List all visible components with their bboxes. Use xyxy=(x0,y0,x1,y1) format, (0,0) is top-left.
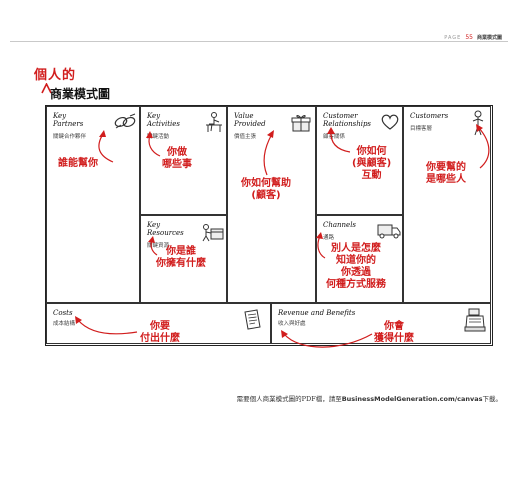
key-partners-heading: Key Partners xyxy=(53,112,84,128)
key-resources-subtitle: 關鍵資源 xyxy=(147,243,170,249)
note-costs: 你要 付出什麼 xyxy=(140,321,180,344)
invoice-icon xyxy=(244,309,261,330)
footer-suffix: 下載。 xyxy=(482,395,503,403)
worker-at-table-icon xyxy=(206,112,222,132)
handwritten-title: 個人的 xyxy=(34,68,77,83)
value-provided-heading: Value Provided xyxy=(234,112,266,128)
note-key-activities: 你做 哪些事 xyxy=(162,147,192,170)
arrowhead-customers xyxy=(476,124,483,132)
key-resources-heading: Key Resources xyxy=(147,221,184,237)
arrow-key-partners xyxy=(98,133,114,163)
revenue-heading: Revenue and Benefits xyxy=(278,309,356,317)
arrow-customer-relationships xyxy=(330,130,351,153)
block-revenue-benefits: Revenue and Benefits 收入與好處 xyxy=(271,303,491,344)
note-customer-relationships: 你如何 (與顧客) 互動 xyxy=(352,146,392,181)
block-customer-relationships: Customer Relationships 顧客關係 xyxy=(316,106,403,215)
insert-caret-icon xyxy=(41,83,52,94)
footer-note: 需要個人商業模式圖的PDF檔，請至BusinessModelGeneration… xyxy=(237,393,502,403)
arrow-value-provided xyxy=(263,133,273,176)
arrowhead-key-activities xyxy=(146,131,153,138)
arrowhead-channels xyxy=(316,232,323,239)
delivery-truck-icon xyxy=(377,224,401,239)
channels-heading: Channels xyxy=(323,221,357,229)
key-partners-subtitle: 關鍵合作夥伴 xyxy=(53,134,87,140)
block-customers: Customers 目標客層 xyxy=(403,106,491,303)
channels-subtitle: 通路 xyxy=(323,235,335,241)
arrowhead-key-partners xyxy=(99,130,106,137)
standing-person-icon xyxy=(472,110,484,136)
customer-relationships-subtitle: 顧客關係 xyxy=(323,134,346,140)
customers-heading: Customers xyxy=(410,112,449,120)
footer-url[interactable]: BusinessModelGeneration.com/canvas xyxy=(341,395,483,403)
key-activities-subtitle: 關鍵活動 xyxy=(147,134,170,140)
costs-subtitle: 成本結構 xyxy=(53,321,76,327)
person-with-box-icon xyxy=(202,224,224,242)
key-activities-heading: Key Activities xyxy=(147,112,181,128)
arrow-customers xyxy=(478,127,490,169)
block-value-provided: Value Provided 價值主張 xyxy=(227,106,316,303)
arrow-channels xyxy=(317,235,326,259)
note-customers: 你要幫的 是哪些人 xyxy=(426,162,466,185)
footer-prefix: 需要個人商業模式圖的PDF檔，請至 xyxy=(236,395,342,403)
arrow-costs xyxy=(77,319,138,335)
note-key-resources: 你是誰 你擁有什麼 xyxy=(156,246,206,269)
note-channels: 別人是怎麼 知道你的 你透過 何種方式服務 xyxy=(326,243,386,290)
costs-heading: Costs xyxy=(53,309,73,317)
page-word: PAGE xyxy=(444,35,462,41)
chain-links-icon xyxy=(114,113,136,129)
arrowhead-revenue xyxy=(281,330,288,338)
block-key-resources: Key Resources 關鍵資源 xyxy=(140,215,227,303)
gift-box-icon xyxy=(291,115,311,132)
heart-icon xyxy=(381,114,399,130)
customer-relationships-heading: Customer Relationships xyxy=(323,112,372,128)
arrowhead-customer-relationships xyxy=(327,127,335,134)
arrow-key-activities xyxy=(148,134,161,157)
note-key-partners: 誰能幫你 xyxy=(58,158,98,169)
customers-subtitle: 目標客層 xyxy=(410,126,433,132)
note-value-provided: 你如何幫助 (顧客) xyxy=(241,178,291,201)
page-title: 商業模式圖 xyxy=(50,87,111,101)
block-key-partners: Key Partners 關鍵合作夥伴 xyxy=(46,106,140,303)
block-key-activities: Key Activities 關鍵活動 xyxy=(140,106,227,215)
arrow-revenue xyxy=(283,333,373,348)
arrowhead-costs xyxy=(75,316,82,324)
arrowhead-key-resources xyxy=(148,236,155,243)
page-number: 55 xyxy=(465,34,473,41)
block-channels: Channels 通路 xyxy=(316,215,403,303)
top-rule xyxy=(10,41,508,42)
revenue-subtitle: 收入與好處 xyxy=(278,321,306,327)
block-costs: Costs 成本結構 xyxy=(46,303,271,344)
cash-register-icon xyxy=(464,308,486,332)
running-head-title: 商業模式圖 xyxy=(476,35,502,41)
value-provided-subtitle: 價值主張 xyxy=(234,134,257,140)
business-model-canvas: Key Partners 關鍵合作夥伴 Key Activities 關鍵活動 … xyxy=(45,105,493,346)
note-revenue: 你會 獲得什麼 xyxy=(374,321,414,344)
arrowhead-value-provided xyxy=(267,130,274,138)
